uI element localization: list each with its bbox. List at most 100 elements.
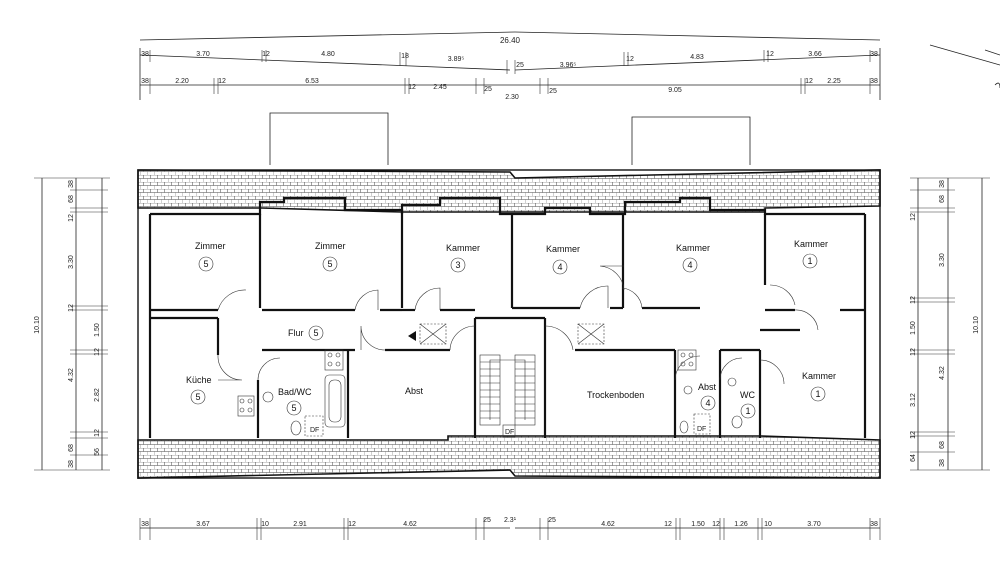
outer-walls bbox=[137, 169, 881, 479]
room-number: 3 bbox=[455, 260, 460, 270]
dim-right-total: 10.10 bbox=[973, 316, 980, 334]
skylight-left-icon bbox=[419, 323, 447, 345]
stair-df-label: DF bbox=[505, 429, 514, 436]
bathtub-icon bbox=[324, 374, 346, 428]
staircase bbox=[479, 354, 536, 438]
dim-left: 2.82 bbox=[94, 388, 101, 402]
dim-top-r2: 6.53 bbox=[305, 78, 319, 85]
wc-basin-icon bbox=[727, 377, 743, 429]
dimension-left: 10.10 38 68 12 3.30 12 1.50 12 4.32 2.82… bbox=[34, 177, 110, 471]
room-number-circle bbox=[190, 389, 206, 405]
room-number-circle bbox=[322, 256, 338, 272]
room-number: 5 bbox=[313, 328, 318, 338]
dim-right: 64 bbox=[910, 454, 917, 462]
df-right-label: DF bbox=[697, 426, 706, 433]
room-number-circle bbox=[700, 395, 716, 411]
entry-arrow-icon bbox=[408, 331, 416, 341]
dim-top-r2: 25 bbox=[549, 88, 557, 95]
dim-top-r1: 3.70 bbox=[196, 51, 210, 58]
room-number: 1 bbox=[807, 256, 812, 266]
dim-top-r1: 25 bbox=[516, 62, 524, 69]
room-number-circle bbox=[286, 400, 302, 416]
dim-top-r1: 12 bbox=[626, 56, 634, 63]
dim-left: 12 bbox=[68, 214, 75, 222]
room-label-kammer: Kammer bbox=[794, 239, 828, 249]
dimension-top: 26.40 38 3.70 12 4.80 18 3.89⁵ 25 3.96⁵ … bbox=[139, 31, 881, 101]
dim-bottom: 3.67 bbox=[196, 521, 210, 528]
dim-right: 1.50 bbox=[910, 321, 917, 335]
dim-top-r2: 9.05 bbox=[668, 87, 682, 94]
df-right-box bbox=[693, 413, 711, 435]
north-arrow-icon bbox=[929, 44, 1000, 89]
dim-top-r2: 12 bbox=[408, 84, 416, 91]
df-left-box bbox=[304, 415, 324, 437]
dim-bottom: 25 bbox=[548, 517, 556, 524]
roof-band-bottom bbox=[137, 435, 881, 479]
room-label-zimmer: Zimmer bbox=[195, 241, 226, 251]
dim-right: 12 bbox=[910, 213, 917, 221]
room-number: 5 bbox=[291, 403, 296, 413]
dim-left-total: 10.10 bbox=[34, 316, 41, 334]
dim-top-r2: 2.45 bbox=[433, 84, 447, 91]
dim-right: 4.32 bbox=[939, 366, 946, 380]
dormer-right bbox=[631, 116, 751, 165]
dim-top-r2: 2.20 bbox=[175, 78, 189, 85]
dimension-right: 10.10 38 68 12 3.30 12 1.50 12 4.32 3.12… bbox=[910, 177, 990, 471]
dim-right: 68 bbox=[939, 441, 946, 449]
dim-right: 12 bbox=[910, 431, 917, 439]
dim-bottom: 10 bbox=[261, 521, 269, 528]
room-label-abst: Abst bbox=[405, 386, 424, 396]
room-number-circle bbox=[740, 403, 756, 419]
dimension-bottom: 38 3.67 10 2.91 12 4.62 25 2.3¹ 25 4.62 … bbox=[139, 517, 881, 540]
room-label-trockenboden: Trockenboden bbox=[587, 390, 644, 400]
room-number-circle bbox=[198, 256, 214, 272]
dim-bottom: 12 bbox=[348, 521, 356, 528]
room-label-kueche: Küche bbox=[186, 375, 212, 385]
dim-right: 12 bbox=[910, 348, 917, 356]
dim-top-r2: 38 bbox=[870, 78, 878, 85]
toilet-left-icon bbox=[290, 420, 302, 436]
dim-top-r2: 38 bbox=[141, 78, 149, 85]
dormer-left bbox=[269, 112, 389, 165]
room-label-kammer: Kammer bbox=[446, 243, 480, 253]
room-label-kammer: Kammer bbox=[546, 244, 580, 254]
room-label-abst: Abst bbox=[698, 382, 717, 392]
dim-top-total: 26.40 bbox=[500, 36, 521, 45]
toilet-right-icon bbox=[679, 420, 689, 434]
room-label-flur: Flur bbox=[288, 328, 304, 338]
dim-top-r1: 3.96⁵ bbox=[560, 62, 577, 69]
dim-right: 68 bbox=[939, 195, 946, 203]
dim-left: 56 bbox=[94, 448, 101, 456]
dim-right: 3.30 bbox=[939, 253, 946, 267]
room-number: 1 bbox=[745, 406, 750, 416]
room-number-circle bbox=[450, 257, 466, 273]
dim-bottom: 2.91 bbox=[293, 521, 307, 528]
dim-top-r2: 12 bbox=[805, 78, 813, 85]
dim-bottom: 2.3¹ bbox=[504, 517, 517, 524]
dim-left: 12 bbox=[94, 348, 101, 356]
dim-bottom: 4.62 bbox=[601, 521, 615, 528]
room-label-zimmer: Zimmer bbox=[315, 241, 346, 251]
dim-top-r1: 18 bbox=[401, 53, 409, 60]
room-number: 5 bbox=[195, 392, 200, 402]
dim-bottom: 38 bbox=[141, 521, 149, 528]
dim-bottom: 1.26 bbox=[734, 521, 748, 528]
dim-top-r1: 4.83 bbox=[690, 54, 704, 61]
washbasin-right-icon bbox=[683, 385, 693, 395]
abst-right-stove-icon bbox=[677, 349, 697, 371]
dim-bottom: 1.50 bbox=[691, 521, 705, 528]
room-number-circle bbox=[682, 257, 698, 273]
stove-top-icon bbox=[324, 349, 344, 371]
dim-top-r2: 2.25 bbox=[827, 78, 841, 85]
skylight-right-icon bbox=[577, 323, 605, 345]
df-left-label: DF bbox=[310, 427, 319, 434]
dim-right: 3.12 bbox=[910, 393, 917, 407]
room-number-circle bbox=[552, 259, 568, 275]
dim-left: 12 bbox=[94, 429, 101, 437]
dim-left: 68 bbox=[68, 195, 75, 203]
dim-right: 38 bbox=[939, 180, 946, 188]
dim-bottom: 12 bbox=[712, 521, 720, 528]
roof-band-top bbox=[137, 169, 881, 213]
dim-bottom: 3.70 bbox=[807, 521, 821, 528]
